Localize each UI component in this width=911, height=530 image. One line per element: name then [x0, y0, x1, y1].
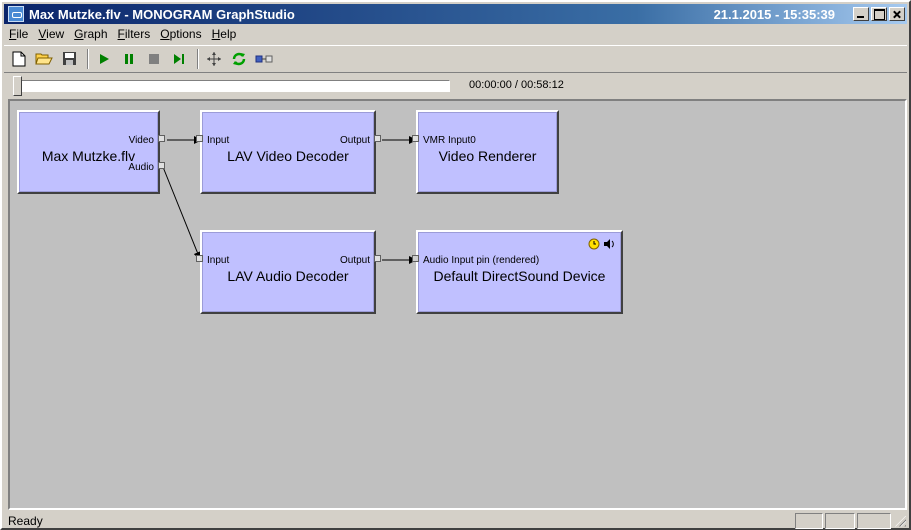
pause-button[interactable]: [118, 48, 140, 70]
filter-name: Default DirectSound Device: [433, 268, 606, 284]
status-panel: [795, 512, 823, 529]
menu-graph[interactable]: Graph: [74, 27, 108, 41]
maximize-button[interactable]: [871, 7, 887, 21]
stop-icon: [149, 53, 159, 64]
title-bar[interactable]: Max Mutzke.flv - MONOGRAM GraphStudio 21…: [4, 4, 907, 24]
filter-video-renderer[interactable]: VMR Input0 Video Renderer: [416, 110, 559, 194]
new-file-button[interactable]: [8, 48, 30, 70]
pin-label-audio: Audio: [128, 162, 154, 173]
step-frame-button[interactable]: [168, 48, 190, 70]
connection-audio: [162, 166, 202, 260]
status-bar: Ready: [4, 511, 907, 530]
pin-audio-out[interactable]: [158, 162, 165, 169]
filter-icons: [588, 238, 615, 250]
close-button[interactable]: [889, 7, 905, 21]
save-file-button[interactable]: [58, 48, 80, 70]
open-folder-icon: [35, 53, 53, 65]
menu-bar: File View Graph Filters Options Help: [4, 24, 907, 44]
connect-icon: [255, 55, 273, 62]
seek-bar-area: 00:00:00 / 00:58:12: [4, 72, 907, 98]
open-file-button[interactable]: [33, 48, 55, 70]
pin-label-input: Input: [207, 255, 230, 266]
arrange-filters-button[interactable]: [203, 48, 225, 70]
clock-icon: [588, 238, 600, 250]
pin-audio-decoder-in[interactable]: [196, 255, 203, 262]
seek-time-display: 00:00:00 / 00:58:12: [469, 79, 564, 91]
menu-file[interactable]: File: [9, 27, 29, 41]
stop-button[interactable]: [143, 48, 165, 70]
filter-name: Video Renderer: [438, 148, 537, 164]
status-panel: [857, 512, 891, 529]
pin-label-audio-input: Audio Input pin (rendered): [423, 255, 540, 266]
status-panel: [825, 512, 855, 529]
refresh-button[interactable]: [228, 48, 250, 70]
menu-options[interactable]: Options: [160, 27, 202, 41]
filter-name: LAV Audio Decoder: [227, 268, 349, 284]
seek-thumb[interactable]: [13, 76, 22, 96]
pin-label-output: Output: [339, 135, 370, 146]
filter-name: Max Mutzke.flv: [41, 148, 136, 164]
filter-directsound-device[interactable]: Audio Input pin (rendered) Default Direc…: [416, 230, 623, 314]
connect-filters-button[interactable]: [253, 48, 275, 70]
pin-label-vmr-input: VMR Input0: [423, 135, 476, 146]
filter-source[interactable]: Video Audio Max Mutzke.flv: [17, 110, 160, 194]
resize-grip[interactable]: [893, 514, 907, 528]
toolbar-separator: [197, 48, 199, 69]
graphstudio-app-icon[interactable]: [8, 6, 24, 22]
pin-audio-decoder-out[interactable]: [374, 255, 381, 262]
pin-video-decoder-in[interactable]: [196, 135, 203, 142]
toolbar: [4, 45, 907, 71]
pin-label-input: Input: [207, 135, 230, 146]
refresh-icon: [232, 52, 246, 65]
play-icon: [100, 53, 109, 64]
status-text: Ready: [8, 513, 43, 528]
filter-lav-video-decoder[interactable]: Input Output LAV Video Decoder: [200, 110, 376, 194]
window-title: Max Mutzke.flv - MONOGRAM GraphStudio: [29, 6, 295, 22]
arrange-icon: [207, 51, 221, 66]
menu-filters[interactable]: Filters: [117, 27, 151, 41]
speaker-icon: [604, 239, 614, 249]
seek-track[interactable]: [14, 80, 450, 92]
new-file-icon: [12, 51, 26, 66]
step-frame-icon: [174, 53, 184, 64]
filter-name: LAV Video Decoder: [227, 148, 349, 164]
pin-video-decoder-out[interactable]: [374, 135, 381, 142]
menu-help[interactable]: Help: [211, 27, 237, 41]
play-button[interactable]: [93, 48, 115, 70]
menu-view[interactable]: View: [38, 27, 65, 41]
pin-label-video: Video: [128, 135, 154, 146]
pin-video-renderer-in[interactable]: [412, 135, 419, 142]
pause-icon: [125, 53, 133, 64]
filter-lav-audio-decoder[interactable]: Input Output LAV Audio Decoder: [200, 230, 376, 314]
minimize-button[interactable]: [853, 7, 869, 21]
pin-directsound-in[interactable]: [412, 255, 419, 262]
save-disk-icon: [62, 52, 76, 65]
graph-canvas[interactable]: Video Audio Max Mutzke.flv Input Output …: [8, 99, 907, 510]
title-clock: 21.1.2015 - 15:35:39: [713, 6, 835, 22]
pin-video-out[interactable]: [158, 135, 165, 142]
pin-label-output: Output: [339, 255, 370, 266]
toolbar-separator: [87, 48, 89, 69]
